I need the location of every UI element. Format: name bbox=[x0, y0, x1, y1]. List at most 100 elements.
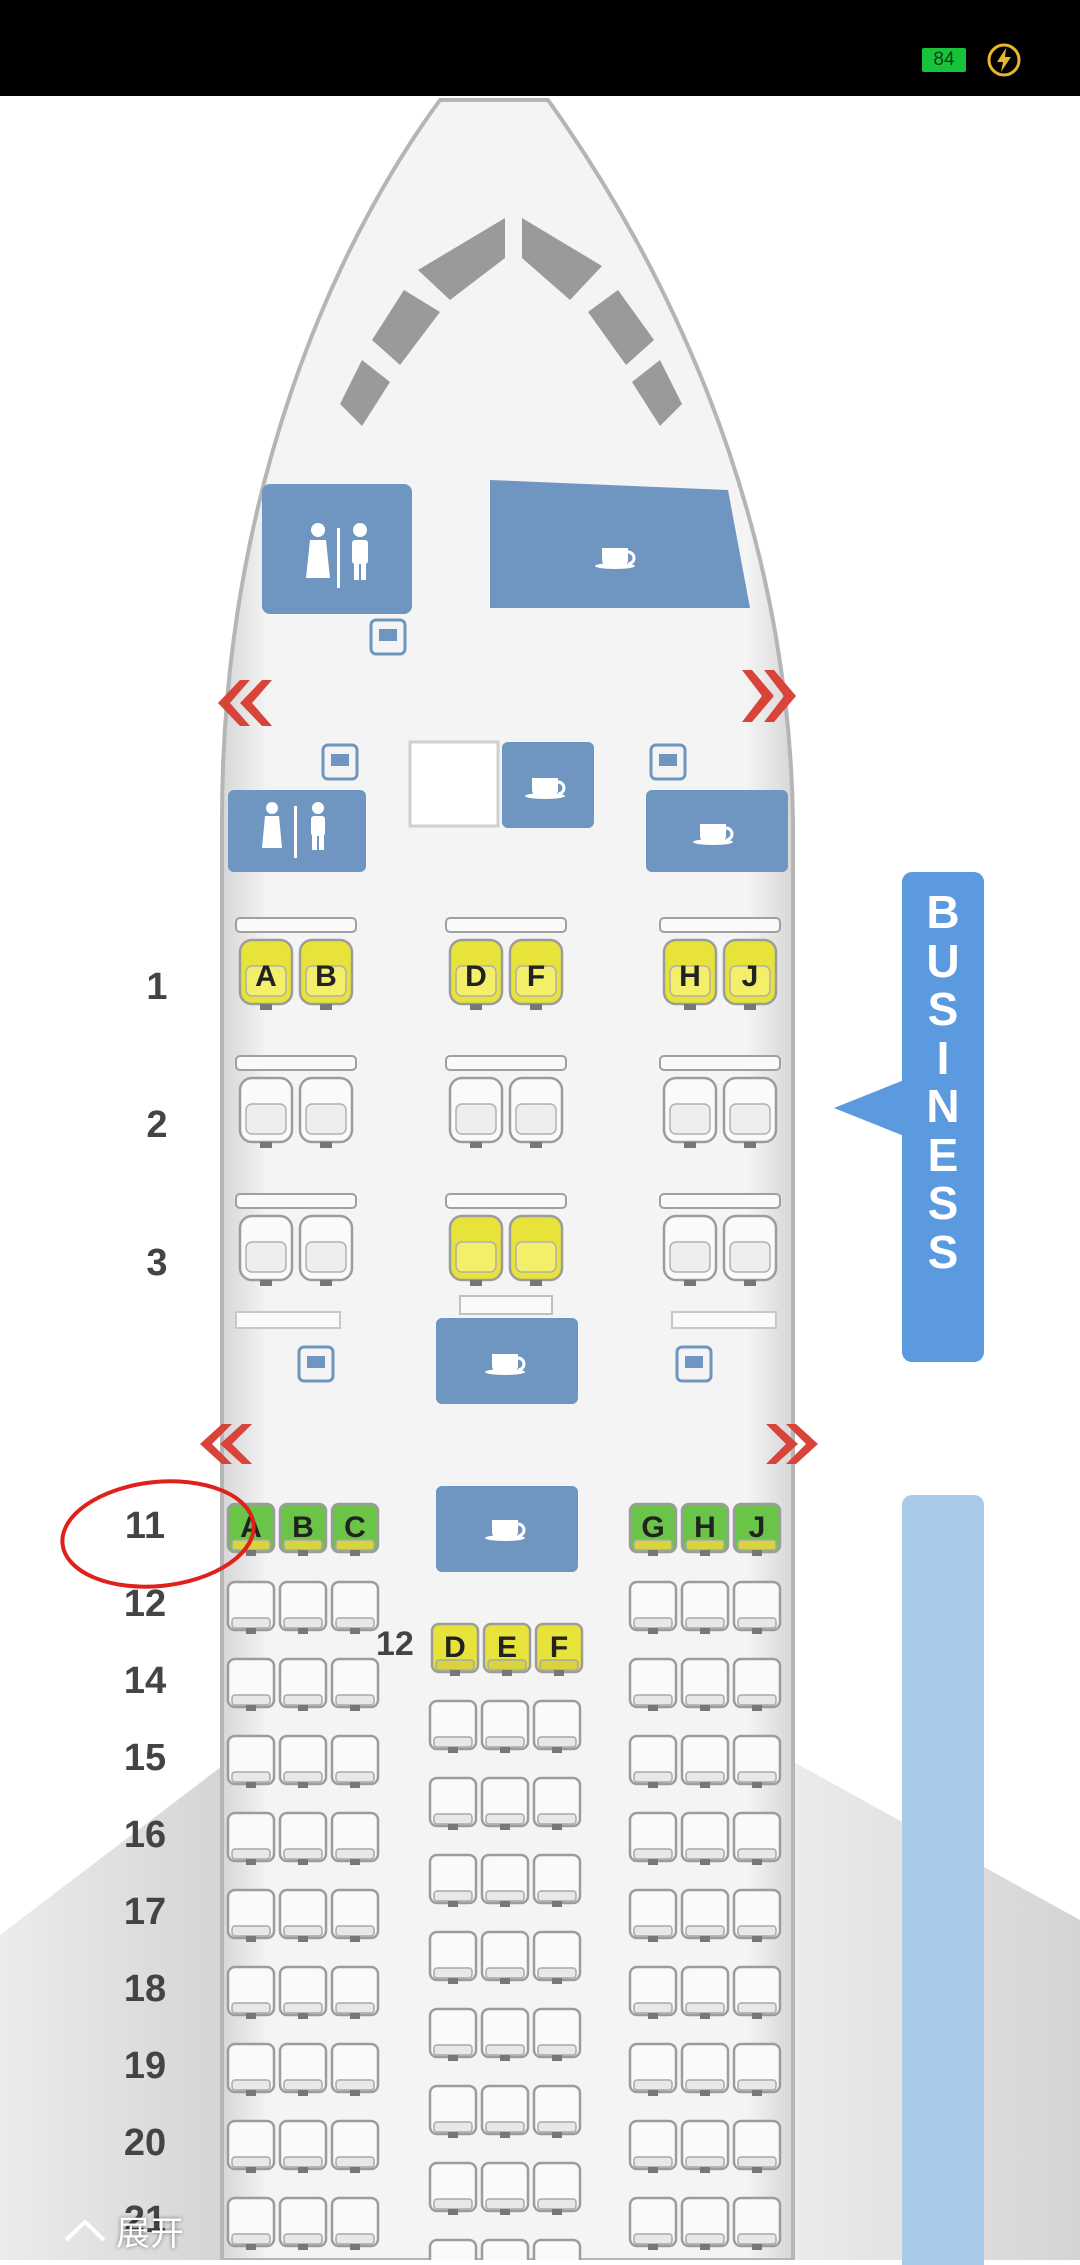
economy-seat-21L-1[interactable] bbox=[278, 2196, 328, 2250]
economy-seat-15L-2[interactable] bbox=[330, 1734, 380, 1788]
economy-seat-16L-0[interactable] bbox=[226, 1811, 276, 1865]
economy-seat-21L-2[interactable] bbox=[330, 2196, 380, 2250]
economy-seat-C0-0[interactable] bbox=[428, 1699, 478, 1753]
economy-seat-12R-0[interactable] bbox=[628, 1580, 678, 1634]
economy-seat-C4-0[interactable] bbox=[428, 2007, 478, 2061]
economy-seat-C4-2[interactable] bbox=[532, 2007, 582, 2061]
economy-seat-15R-1[interactable] bbox=[680, 1734, 730, 1788]
economy-seat-C7-1[interactable] bbox=[480, 2238, 530, 2260]
economy-seat-12L-1[interactable] bbox=[278, 1580, 328, 1634]
economy-seat-15R-0[interactable] bbox=[628, 1734, 678, 1788]
economy-seat-12M-0[interactable]: D bbox=[430, 1622, 480, 1676]
business-seat-1L-1[interactable]: B bbox=[298, 938, 354, 1010]
economy-seat-21L-0[interactable] bbox=[226, 2196, 276, 2250]
business-seat-2R-1[interactable] bbox=[722, 1076, 778, 1148]
economy-seat-17R-2[interactable] bbox=[732, 1888, 782, 1942]
business-seat-3R-0[interactable] bbox=[662, 1214, 718, 1286]
economy-seat-18L-2[interactable] bbox=[330, 1965, 380, 2019]
economy-seat-17R-1[interactable] bbox=[680, 1888, 730, 1942]
economy-seat-C1-0[interactable] bbox=[428, 1776, 478, 1830]
economy-seat-17L-1[interactable] bbox=[278, 1888, 328, 1942]
economy-seat-14L-1[interactable] bbox=[278, 1657, 328, 1711]
economy-seat-15L-1[interactable] bbox=[278, 1734, 328, 1788]
economy-seat-C5-2[interactable] bbox=[532, 2084, 582, 2138]
economy-seat-C0-2[interactable] bbox=[532, 1699, 582, 1753]
business-seat-1R-0[interactable]: H bbox=[662, 938, 718, 1010]
economy-seat-18L-1[interactable] bbox=[278, 1965, 328, 2019]
economy-seat-19R-1[interactable] bbox=[680, 2042, 730, 2096]
economy-seat-11L-0[interactable]: A bbox=[226, 1502, 276, 1556]
economy-seat-C1-2[interactable] bbox=[532, 1776, 582, 1830]
economy-seat-18L-0[interactable] bbox=[226, 1965, 276, 2019]
business-seat-3L-0[interactable] bbox=[238, 1214, 294, 1286]
economy-seat-20L-2[interactable] bbox=[330, 2119, 380, 2173]
business-seat-2L-1[interactable] bbox=[298, 1076, 354, 1148]
economy-seat-11R-2[interactable]: J bbox=[732, 1502, 782, 1556]
business-seat-3M-1[interactable] bbox=[508, 1214, 564, 1286]
economy-seat-C2-0[interactable] bbox=[428, 1853, 478, 1907]
economy-seat-20R-2[interactable] bbox=[732, 2119, 782, 2173]
economy-seat-17L-2[interactable] bbox=[330, 1888, 380, 1942]
economy-seat-18R-1[interactable] bbox=[680, 1965, 730, 2019]
economy-seat-11R-0[interactable]: G bbox=[628, 1502, 678, 1556]
economy-seat-14R-1[interactable] bbox=[680, 1657, 730, 1711]
economy-seat-C6-2[interactable] bbox=[532, 2161, 582, 2215]
economy-seat-14L-0[interactable] bbox=[226, 1657, 276, 1711]
business-seat-2M-1[interactable] bbox=[508, 1076, 564, 1148]
economy-seat-12M-2[interactable]: F bbox=[534, 1622, 584, 1676]
business-seat-1L-0[interactable]: A bbox=[238, 938, 294, 1010]
economy-seat-14L-2[interactable] bbox=[330, 1657, 380, 1711]
economy-seat-C6-0[interactable] bbox=[428, 2161, 478, 2215]
economy-seat-C3-2[interactable] bbox=[532, 1930, 582, 1984]
economy-seat-14R-0[interactable] bbox=[628, 1657, 678, 1711]
economy-seat-C3-0[interactable] bbox=[428, 1930, 478, 1984]
economy-seat-C2-2[interactable] bbox=[532, 1853, 582, 1907]
business-seat-3R-1[interactable] bbox=[722, 1214, 778, 1286]
economy-seat-20R-0[interactable] bbox=[628, 2119, 678, 2173]
economy-seat-15R-2[interactable] bbox=[732, 1734, 782, 1788]
economy-seat-C1-1[interactable] bbox=[480, 1776, 530, 1830]
economy-seat-16L-1[interactable] bbox=[278, 1811, 328, 1865]
economy-seat-15L-0[interactable] bbox=[226, 1734, 276, 1788]
business-seat-1M-0[interactable]: D bbox=[448, 938, 504, 1010]
economy-seat-18R-2[interactable] bbox=[732, 1965, 782, 2019]
economy-seat-18R-0[interactable] bbox=[628, 1965, 678, 2019]
economy-seat-11L-2[interactable]: C bbox=[330, 1502, 380, 1556]
economy-seat-12M-1[interactable]: E bbox=[482, 1622, 532, 1676]
economy-seat-21R-1[interactable] bbox=[680, 2196, 730, 2250]
economy-seat-C4-1[interactable] bbox=[480, 2007, 530, 2061]
economy-seat-11R-1[interactable]: H bbox=[680, 1502, 730, 1556]
economy-seat-C5-1[interactable] bbox=[480, 2084, 530, 2138]
economy-seat-19L-2[interactable] bbox=[330, 2042, 380, 2096]
business-seat-2M-0[interactable] bbox=[448, 1076, 504, 1148]
economy-seat-14R-2[interactable] bbox=[732, 1657, 782, 1711]
economy-seat-C7-2[interactable] bbox=[532, 2238, 582, 2260]
economy-seat-16R-0[interactable] bbox=[628, 1811, 678, 1865]
economy-seat-C2-1[interactable] bbox=[480, 1853, 530, 1907]
economy-seat-20R-1[interactable] bbox=[680, 2119, 730, 2173]
economy-seat-12R-2[interactable] bbox=[732, 1580, 782, 1634]
economy-seat-17L-0[interactable] bbox=[226, 1888, 276, 1942]
economy-seat-C6-1[interactable] bbox=[480, 2161, 530, 2215]
economy-seat-C7-0[interactable] bbox=[428, 2238, 478, 2260]
business-seat-3M-0[interactable] bbox=[448, 1214, 504, 1286]
business-seat-1M-1[interactable]: F bbox=[508, 938, 564, 1010]
economy-seat-11L-1[interactable]: B bbox=[278, 1502, 328, 1556]
economy-seat-17R-0[interactable] bbox=[628, 1888, 678, 1942]
expand-button[interactable]: 展开 bbox=[62, 2205, 184, 2255]
business-seat-3L-1[interactable] bbox=[298, 1214, 354, 1286]
economy-seat-19L-1[interactable] bbox=[278, 2042, 328, 2096]
business-seat-2L-0[interactable] bbox=[238, 1076, 294, 1148]
economy-seat-21R-0[interactable] bbox=[628, 2196, 678, 2250]
economy-seat-C0-1[interactable] bbox=[480, 1699, 530, 1753]
business-seat-1R-1[interactable]: J bbox=[722, 938, 778, 1010]
economy-seat-12L-0[interactable] bbox=[226, 1580, 276, 1634]
economy-seat-20L-1[interactable] bbox=[278, 2119, 328, 2173]
economy-seat-19L-0[interactable] bbox=[226, 2042, 276, 2096]
economy-seat-16R-2[interactable] bbox=[732, 1811, 782, 1865]
business-seat-2R-0[interactable] bbox=[662, 1076, 718, 1148]
economy-seat-19R-0[interactable] bbox=[628, 2042, 678, 2096]
economy-seat-16R-1[interactable] bbox=[680, 1811, 730, 1865]
economy-seat-C5-0[interactable] bbox=[428, 2084, 478, 2138]
economy-seat-C3-1[interactable] bbox=[480, 1930, 530, 1984]
